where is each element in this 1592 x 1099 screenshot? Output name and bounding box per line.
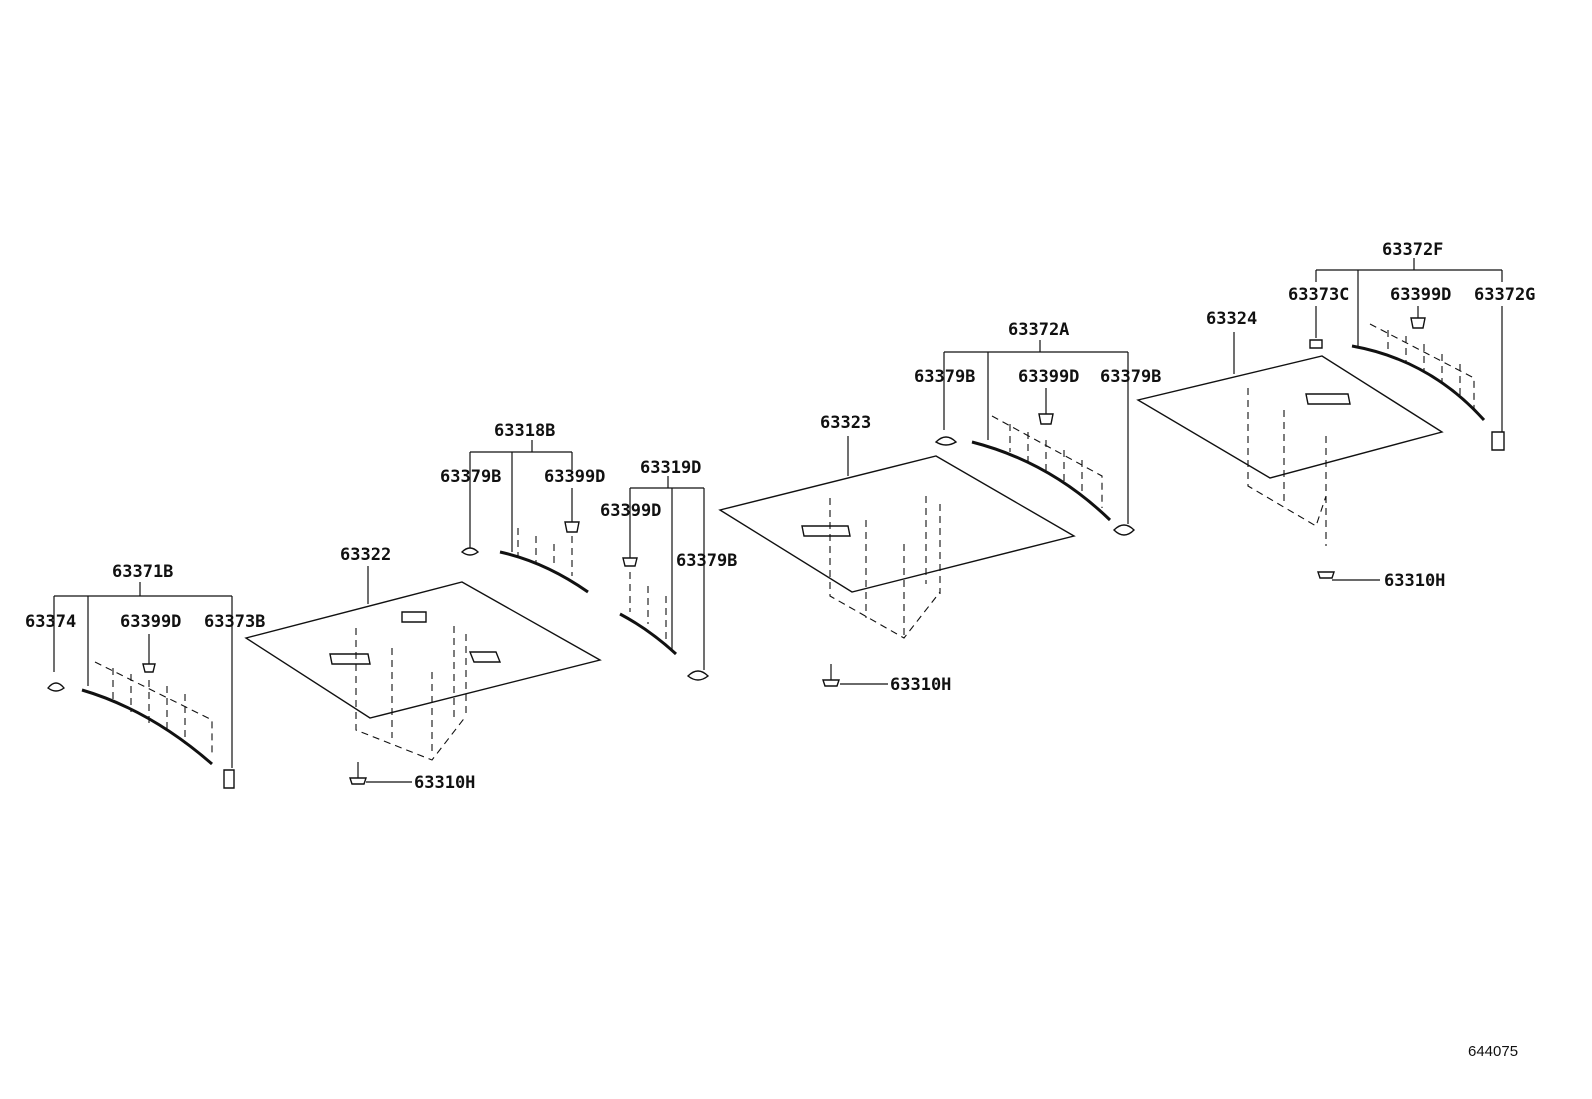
label-63399D-c: 63399D <box>600 501 661 521</box>
headliner-panel-63324: 63324 63310H <box>1136 309 1445 591</box>
clip-icon <box>622 557 638 567</box>
label-63399D-d: 63399D <box>1018 367 1079 387</box>
clip-icon <box>1038 413 1054 425</box>
figure-number: 644075 <box>1468 1043 1518 1060</box>
end-bracket-icon <box>223 769 235 789</box>
label-63379B-c: 63379B <box>676 551 737 571</box>
clip-icon <box>564 521 580 533</box>
label-63323: 63323 <box>820 413 871 433</box>
clip-icon <box>1410 317 1426 329</box>
label-63379B-e: 63379B <box>1100 367 1161 387</box>
label-63318B: 63318B <box>494 421 555 441</box>
label-63374: 63374 <box>25 612 76 632</box>
assembly-63371B: 63371B 63374 63399D 63373B <box>25 562 265 789</box>
assembly-63318B: 63318B 63379B 63399D <box>440 421 605 594</box>
cap-icon <box>460 547 480 556</box>
label-63379B-a: 63379B <box>440 467 501 487</box>
cap-icon <box>1309 339 1323 349</box>
label-63372A: 63372A <box>1008 320 1069 340</box>
bolt-icon <box>822 679 840 687</box>
label-63371B: 63371B <box>112 562 173 582</box>
cap-icon <box>47 682 65 692</box>
assembly-63319D: 63319D 63399D 63379B <box>600 458 737 681</box>
headliner-panel-63322: 63322 63310H <box>244 545 602 793</box>
cap-icon <box>1113 524 1135 536</box>
label-63399D-f: 63399D <box>1390 285 1451 305</box>
roof-rail-63319D <box>619 612 678 656</box>
label-63324: 63324 <box>1206 309 1257 329</box>
label-63372G: 63372G <box>1474 285 1535 305</box>
assembly-63372F: 63372F 63373C 63399D 63372G <box>1288 240 1535 451</box>
roof-rail-left <box>81 688 213 766</box>
label-63322: 63322 <box>340 545 391 565</box>
label-63399D-left: 63399D <box>120 612 181 632</box>
cap-icon <box>934 436 958 446</box>
headliner-panel-63323: 63323 63310H <box>718 413 1076 695</box>
end-bracket-icon <box>1491 431 1505 451</box>
cap-icon <box>686 670 710 681</box>
label-63399D-b: 63399D <box>544 467 605 487</box>
label-63373B: 63373B <box>204 612 265 632</box>
bolt-icon <box>1317 571 1335 579</box>
label-63379B-d: 63379B <box>914 367 975 387</box>
label-63319D: 63319D <box>640 458 701 478</box>
label-63310H-2: 63310H <box>890 675 951 695</box>
label-63373C: 63373C <box>1288 285 1349 305</box>
roof-rail-63372A <box>971 440 1112 522</box>
bolt-icon <box>349 777 367 785</box>
assembly-63372A: 63372A 63379B 63399D 63379B <box>914 320 1161 536</box>
clip-icon <box>142 663 156 673</box>
label-63310H-1: 63310H <box>414 773 475 793</box>
label-63310H-3: 63310H <box>1384 571 1445 591</box>
label-63372F: 63372F <box>1382 240 1443 260</box>
roof-rail-63318B <box>499 550 589 594</box>
